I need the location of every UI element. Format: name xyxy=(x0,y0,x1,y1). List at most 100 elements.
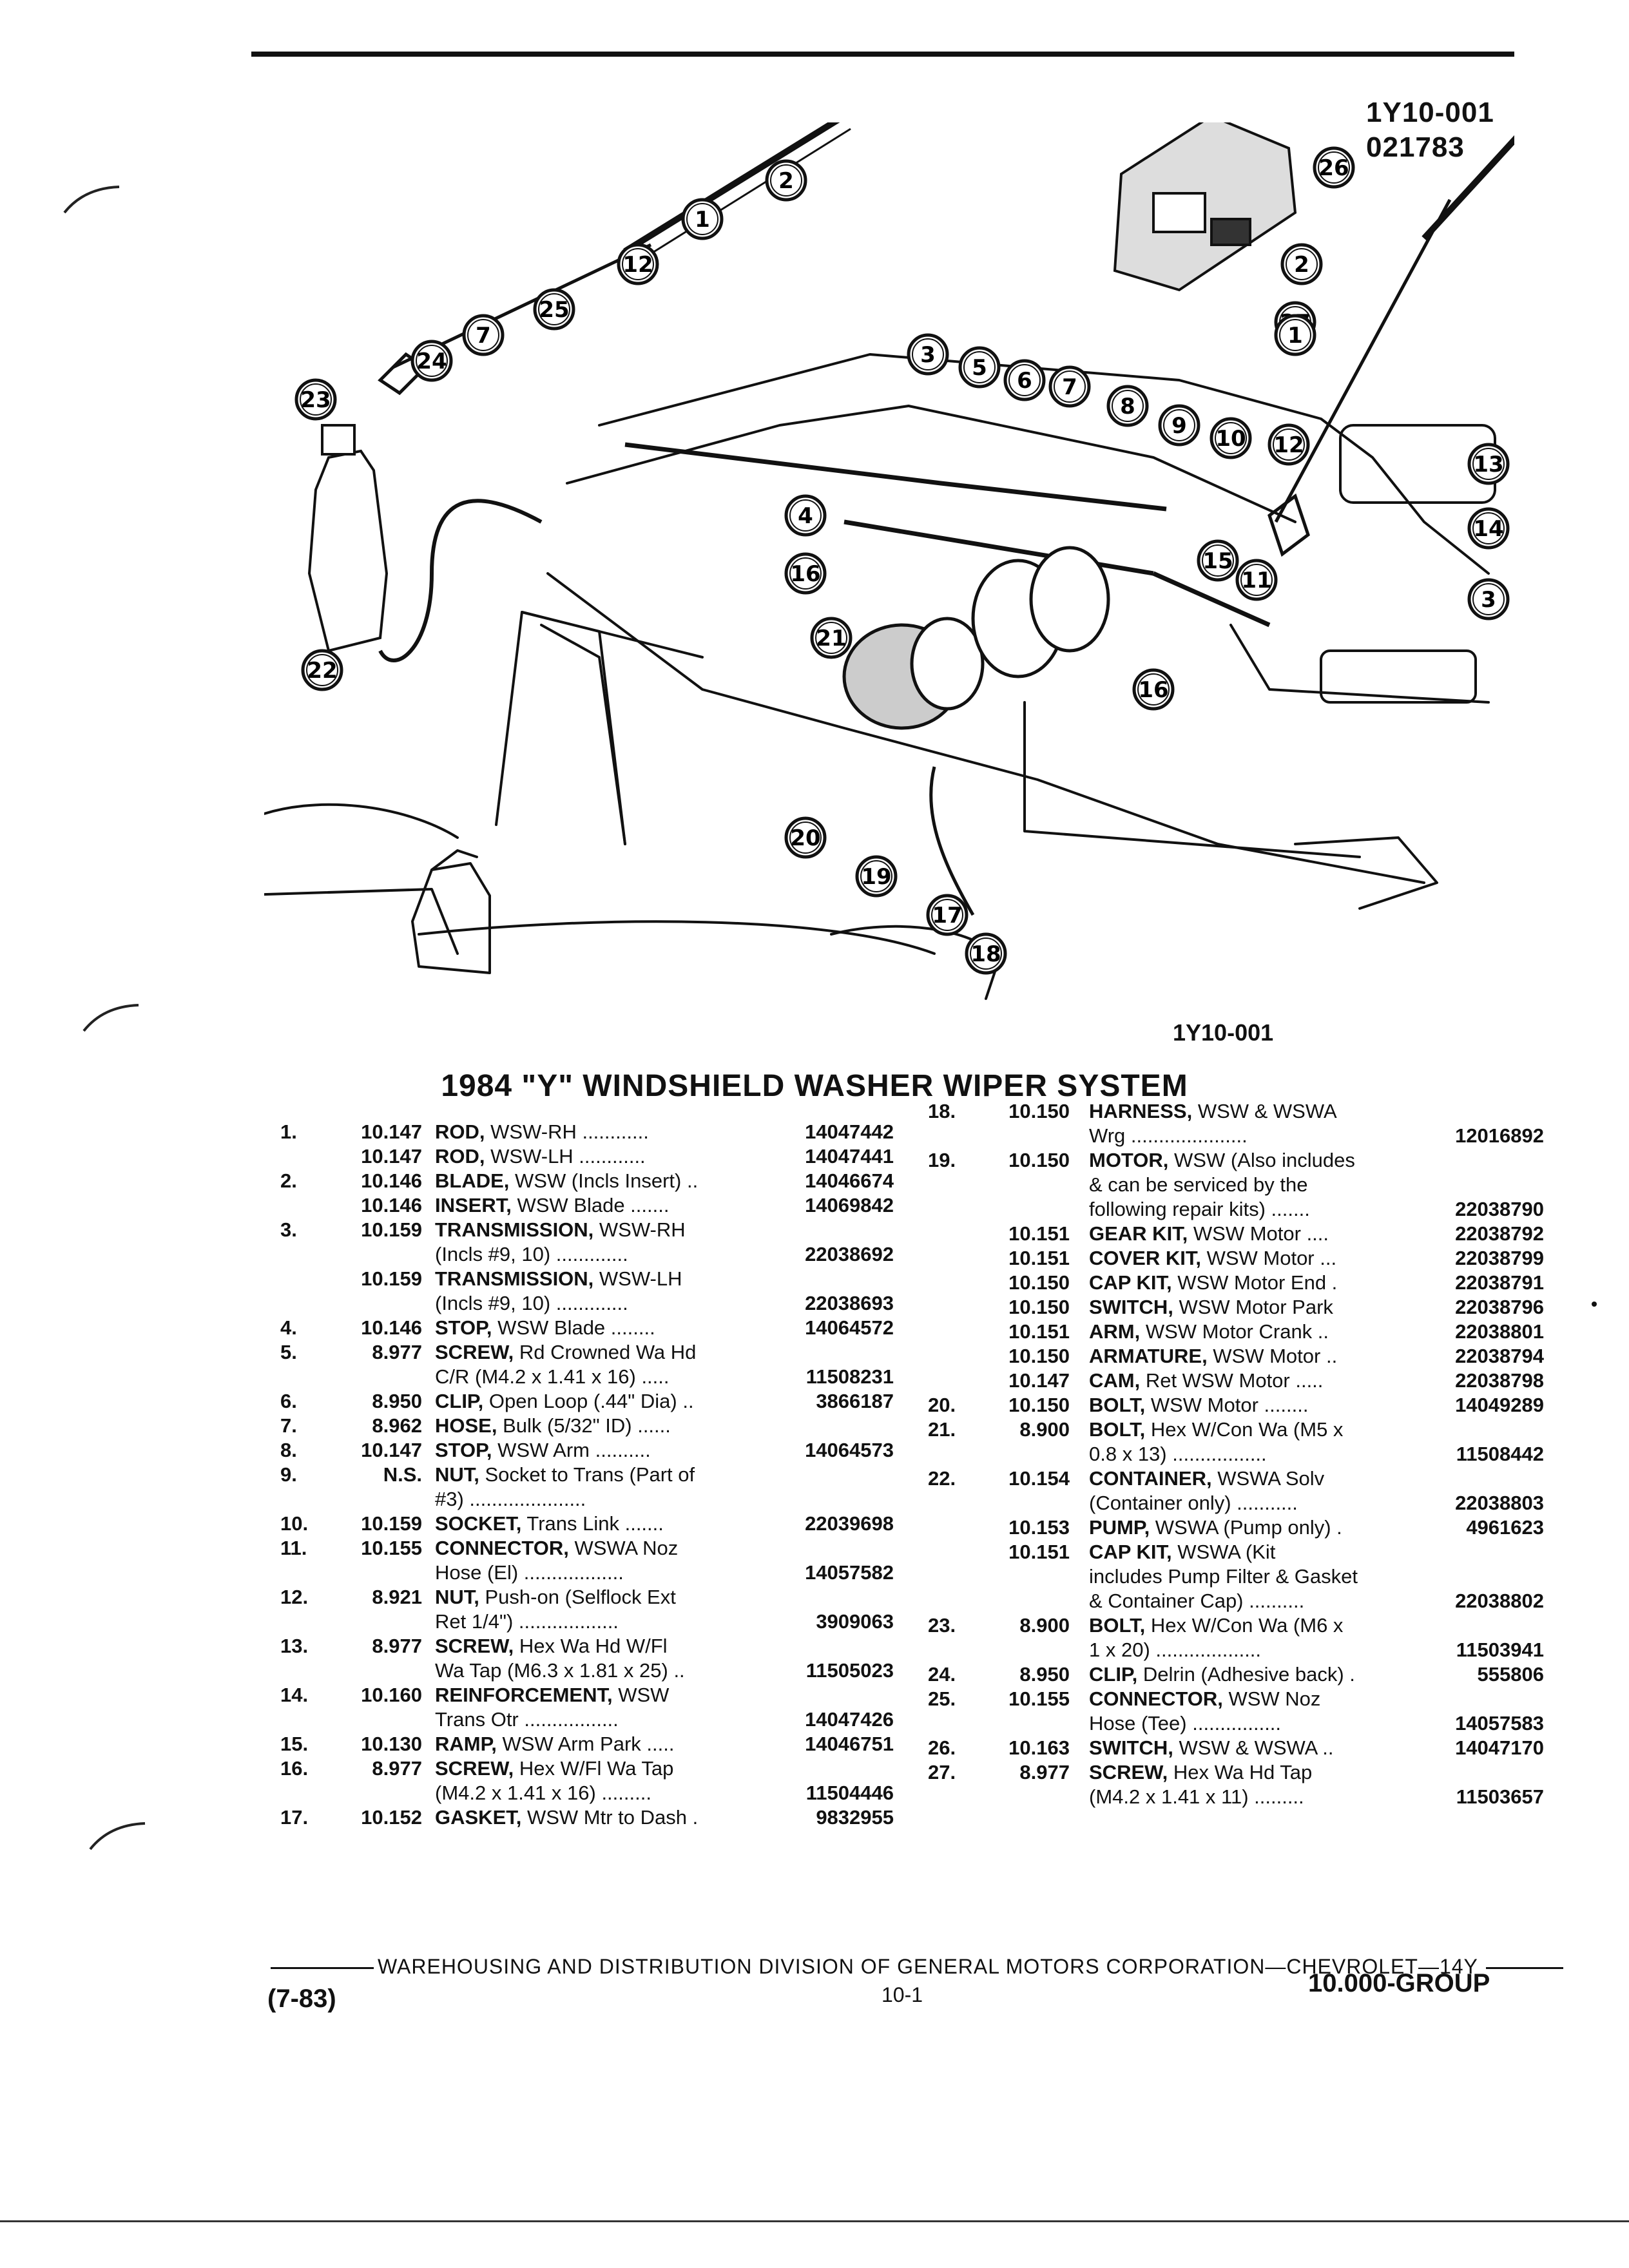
part-name: TRANSMISSION, xyxy=(435,1218,594,1241)
item-number: 10. xyxy=(280,1512,309,1535)
callout-ring xyxy=(789,499,822,532)
part-description: BLADE, WSW (Incls Insert) .. xyxy=(435,1169,698,1193)
part-name: CLIP, xyxy=(1089,1663,1138,1686)
group-number: 10.151 xyxy=(1008,1320,1070,1343)
callout-number: 2 xyxy=(778,168,794,194)
item-number: 4. xyxy=(280,1316,297,1339)
parts-list-row: 9.N.S.NUT, Socket to Trans (Part of xyxy=(280,1463,899,1487)
callout-ring xyxy=(1286,248,1318,280)
part-name: BOLT, xyxy=(1089,1418,1146,1441)
item-number: 18. xyxy=(928,1100,956,1122)
parts-list-row: Hose (Tee) ................14057583 xyxy=(928,1711,1547,1736)
part-number: 3866187 xyxy=(816,1390,894,1412)
parts-list-row: Ret 1/4") ..................3909063 xyxy=(280,1610,899,1634)
part-name: INSERT, xyxy=(435,1194,512,1216)
part-name: SCREW, xyxy=(435,1341,514,1363)
item-number: 7. xyxy=(280,1414,297,1437)
part-description: Trans Otr ................. xyxy=(435,1707,619,1732)
part-number: 4961623 xyxy=(1466,1516,1544,1539)
callout-number: 14 xyxy=(1473,516,1503,542)
part-detail: Open Loop (.44" Dia) .. xyxy=(483,1390,694,1412)
callout-ring xyxy=(300,383,332,416)
part-detail: Trans Link ....... xyxy=(521,1512,664,1535)
parts-list-row: (Incls #9, 10) .............22038692 xyxy=(280,1242,899,1267)
part-detail: WSW-RH xyxy=(593,1218,686,1241)
item-number: 9. xyxy=(280,1463,297,1486)
group-number: 10.151 xyxy=(1008,1222,1070,1245)
part-description: PUMP, WSWA (Pump only) . xyxy=(1089,1515,1342,1540)
part-name: REINFORCEMENT, xyxy=(435,1684,613,1706)
group-number: N.S. xyxy=(383,1463,422,1486)
group-number: 10.153 xyxy=(1008,1516,1070,1539)
item-number: 17. xyxy=(280,1806,309,1829)
part-detail: WSW Blade ....... xyxy=(511,1194,670,1216)
part-detail: Ret WSW Motor ..... xyxy=(1140,1369,1324,1392)
part-number: 11508442 xyxy=(1456,1443,1544,1465)
callout-ring xyxy=(1472,448,1505,480)
callout-number: 3 xyxy=(1481,587,1496,613)
group-number: 10.155 xyxy=(361,1537,422,1559)
part-detail: WSWA Noz xyxy=(568,1537,679,1559)
group-number: 10.146 xyxy=(361,1316,422,1339)
callout-number: 3 xyxy=(920,342,936,368)
item-number: 8. xyxy=(280,1439,297,1461)
callout-ring xyxy=(1215,422,1247,454)
footer-division: WAREHOUSING AND DISTRIBUTION DIVISION OF… xyxy=(378,1955,1478,1978)
callout-ring xyxy=(1240,564,1273,596)
item-number: 27. xyxy=(928,1761,956,1783)
part-description: ROD, WSW-LH ............ xyxy=(435,1144,646,1169)
part-detail: WSW Arm Park ..... xyxy=(496,1733,675,1755)
part-detail: WSW Motor End . xyxy=(1171,1271,1338,1294)
part-number: 14047441 xyxy=(805,1145,894,1168)
item-number: 20. xyxy=(928,1394,956,1416)
callout-ring xyxy=(538,293,570,325)
parts-list-row: (Incls #9, 10) .............22038693 xyxy=(280,1291,899,1316)
part-number: 3909063 xyxy=(816,1610,894,1633)
item-number: 13. xyxy=(280,1635,309,1657)
callout-number: 17 xyxy=(932,903,962,928)
group-number: 8.962 xyxy=(372,1414,422,1437)
part-detail: WSW (Also includes xyxy=(1168,1149,1355,1171)
part-detail: Delrin (Adhesive back) . xyxy=(1137,1663,1355,1686)
part-description: SCREW, Hex W/Fl Wa Tap xyxy=(435,1756,673,1781)
callout-circle xyxy=(855,855,898,898)
part-detail: (Incls #9, 10) ............. xyxy=(435,1292,628,1314)
callout-ring xyxy=(912,338,944,370)
part-description: (M4.2 x 1.41 x 11) ......... xyxy=(1089,1785,1304,1809)
part-description: BOLT, Hex W/Con Wa (M6 x xyxy=(1089,1613,1343,1638)
part-name: NUT, xyxy=(435,1586,479,1608)
parts-list-row: Wa Tap (M6.3 x 1.81 x 25) ..11505023 xyxy=(280,1658,899,1683)
callout-circle xyxy=(1268,423,1310,466)
part-description: SWITCH, WSW & WSWA .. xyxy=(1089,1736,1333,1760)
part-name: SCREW, xyxy=(1089,1761,1168,1783)
part-detail: WSW Motor ... xyxy=(1200,1247,1337,1269)
callout-number: 16 xyxy=(1138,677,1168,703)
group-number: 8.900 xyxy=(1019,1418,1070,1441)
callout-circle xyxy=(1048,365,1091,408)
part-detail: & Container Cap) .......... xyxy=(1089,1590,1305,1612)
group-number: 10.159 xyxy=(361,1512,422,1535)
part-detail: WSW-RH ............ xyxy=(485,1120,649,1143)
part-detail: Wa Tap (M6.3 x 1.81 x 25) .. xyxy=(435,1659,685,1682)
part-detail: WSW Noz xyxy=(1222,1687,1321,1710)
callout-circle xyxy=(1106,385,1149,427)
part-description: MOTOR, WSW (Also includes xyxy=(1089,1148,1355,1173)
part-name: SWITCH, xyxy=(1089,1296,1173,1318)
callout-circle xyxy=(810,617,853,659)
callout-circle xyxy=(958,346,1001,389)
callout-number: 22 xyxy=(307,658,337,684)
part-number: 22038794 xyxy=(1455,1345,1544,1367)
part-name: CONNECTOR, xyxy=(1089,1687,1223,1710)
item-number: 12. xyxy=(280,1586,309,1608)
group-number: 8.977 xyxy=(372,1341,422,1363)
